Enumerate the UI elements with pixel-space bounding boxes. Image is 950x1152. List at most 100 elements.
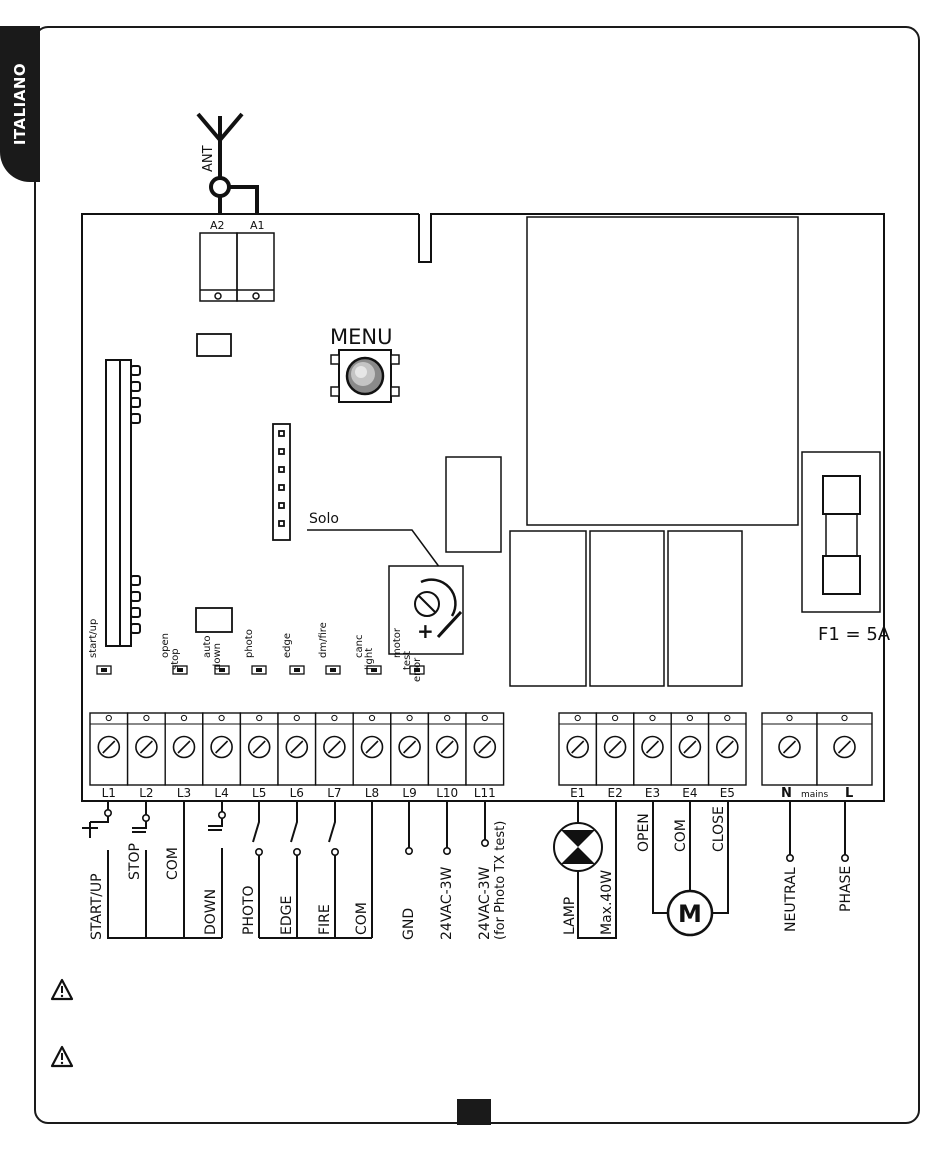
motor-symbol: M xyxy=(678,900,702,928)
led-label: photo xyxy=(244,629,255,658)
led-label: open xyxy=(160,633,171,658)
terminal-screw[interactable] xyxy=(126,712,166,786)
terminal-label: E1 xyxy=(570,786,585,800)
mains-n-label: N xyxy=(781,786,792,801)
status-led xyxy=(251,665,267,675)
antenna-terminal-a2: A2 xyxy=(210,219,225,232)
terminal-screw[interactable] xyxy=(239,712,279,786)
phase-label: PHASE xyxy=(838,866,854,912)
led-label: down xyxy=(212,643,223,670)
mains-label: mains xyxy=(801,790,828,800)
capacitor xyxy=(445,456,502,553)
status-led xyxy=(214,665,230,675)
relay-3 xyxy=(667,530,743,687)
side-connector xyxy=(105,359,141,647)
status-led xyxy=(172,665,188,675)
fuse-icon xyxy=(801,451,881,613)
status-led xyxy=(325,665,341,675)
antenna-label: ANT xyxy=(201,145,216,172)
terminal-screw[interactable] xyxy=(89,712,129,786)
low-voltage-terminal-block xyxy=(89,712,505,786)
input-label: DOWN xyxy=(203,889,219,935)
terminal-label: L9 xyxy=(402,786,416,800)
led-label: edge xyxy=(282,633,293,658)
input-label: COM xyxy=(354,902,370,935)
input-label: GND xyxy=(401,908,417,940)
terminal-label: L3 xyxy=(177,786,191,800)
fuse-label: F1 = 5A xyxy=(818,624,891,645)
svg-text:+: + xyxy=(417,619,434,643)
neutral-label: NEUTRAL xyxy=(783,867,799,932)
page-marker xyxy=(457,1099,491,1125)
relay-2 xyxy=(589,530,665,687)
mains-terminal-block xyxy=(761,712,873,786)
terminal-screw[interactable] xyxy=(427,712,467,786)
warning-icon xyxy=(50,978,74,1001)
led-label: test xyxy=(402,651,413,670)
menu-label: MENU xyxy=(330,325,392,349)
trimmer-potentiometer[interactable]: + xyxy=(388,565,464,655)
transformer xyxy=(526,216,799,526)
antenna-icon xyxy=(196,112,259,214)
solo-connector xyxy=(272,423,291,541)
status-led xyxy=(409,665,425,675)
lamp-icon xyxy=(553,822,603,872)
terminal-screw[interactable] xyxy=(164,712,204,786)
terminal-screw[interactable] xyxy=(707,712,747,786)
photo-tx-label: 24VAC-3W xyxy=(477,866,493,940)
terminal-screw[interactable] xyxy=(558,712,598,786)
warning-icon xyxy=(50,1045,74,1068)
motor-icon: M xyxy=(666,889,714,937)
control-board xyxy=(81,213,885,802)
language-tab: ITALIANO xyxy=(0,26,40,182)
terminal-screw[interactable] xyxy=(670,712,710,786)
terminal-label: L5 xyxy=(252,786,266,800)
terminal-label: E4 xyxy=(682,786,697,800)
terminal-screw[interactable] xyxy=(390,712,430,786)
jumper-component xyxy=(196,333,232,357)
antenna-terminal-a1: A1 xyxy=(250,219,265,232)
motor-terminal-label: OPEN xyxy=(636,813,652,852)
terminal-label: L1 xyxy=(102,786,116,800)
input-label: START/UP xyxy=(89,873,105,940)
led-label: auto xyxy=(202,635,213,658)
terminal-label: L4 xyxy=(214,786,228,800)
led-label: motor xyxy=(392,627,403,658)
lamp-max-label: Max.40W xyxy=(599,870,615,935)
terminal-screw[interactable] xyxy=(352,712,392,786)
terminal-screw[interactable] xyxy=(465,712,505,786)
terminal-screw[interactable] xyxy=(816,712,873,786)
terminal-screw[interactable] xyxy=(202,712,242,786)
input-label: 24VAC-3W xyxy=(439,866,455,940)
terminal-screw[interactable] xyxy=(761,712,818,786)
terminal-screw[interactable] xyxy=(314,712,354,786)
terminal-label: L10 xyxy=(436,786,458,800)
solo-leader-line xyxy=(307,529,441,569)
led-label: dm/fire xyxy=(318,622,329,658)
terminal-screw[interactable] xyxy=(595,712,635,786)
antenna-terminal-block xyxy=(199,232,275,302)
relay-1 xyxy=(509,530,587,687)
terminal-label: E5 xyxy=(720,786,735,800)
input-label: EDGE xyxy=(279,896,295,935)
menu-button[interactable] xyxy=(330,349,400,403)
terminal-label: L2 xyxy=(139,786,153,800)
led-label: canc xyxy=(354,635,365,658)
mains-l-label: L xyxy=(845,786,853,801)
status-led xyxy=(366,665,382,675)
motor-terminal-label: COM xyxy=(673,819,689,852)
terminal-screw[interactable] xyxy=(277,712,317,786)
terminal-label: E3 xyxy=(645,786,660,800)
input-label: PHOTO xyxy=(241,885,257,935)
dip-switch[interactable] xyxy=(195,607,233,633)
terminal-label: L7 xyxy=(327,786,341,800)
input-label: FIRE xyxy=(317,904,333,935)
solo-label: Solo xyxy=(309,511,339,527)
led-label: stop xyxy=(170,648,181,670)
motor-terminal-label: CLOSE xyxy=(711,806,727,852)
led-label: light xyxy=(364,648,375,670)
input-label: COM xyxy=(165,847,181,880)
terminal-screw[interactable] xyxy=(633,712,672,786)
